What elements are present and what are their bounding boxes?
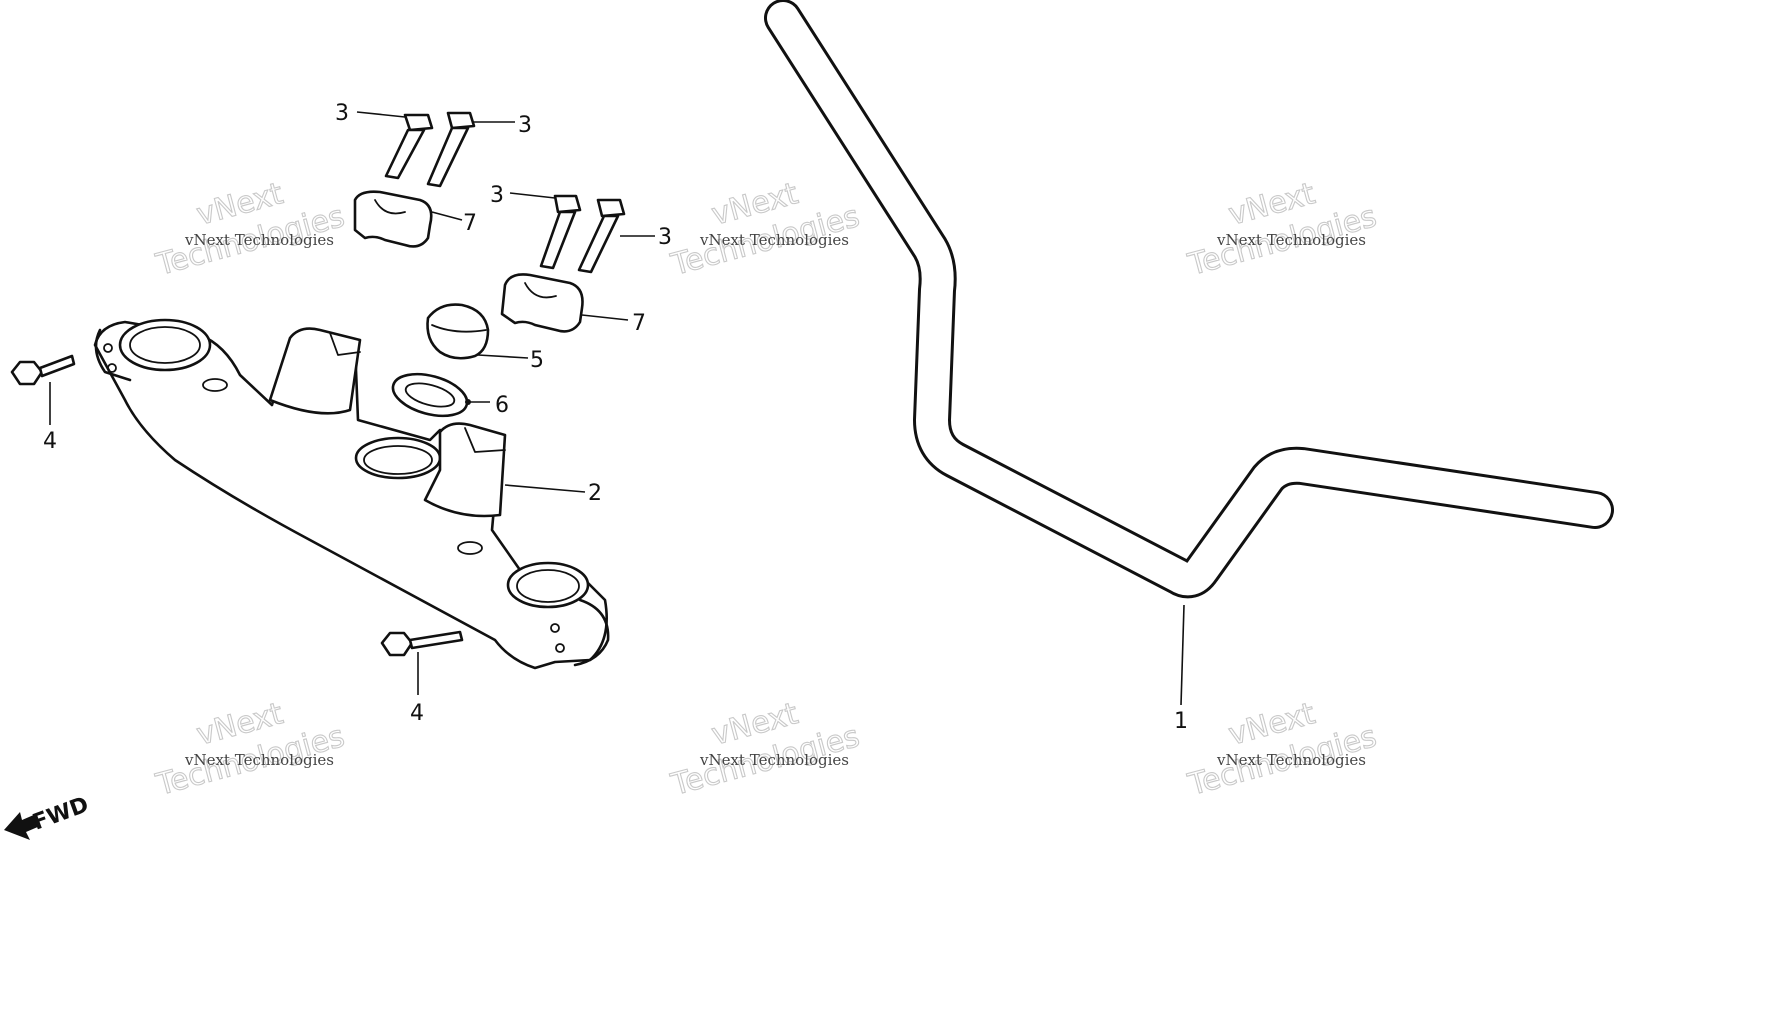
watermark-1: vNext Technologies vNext Technologies [151, 176, 348, 284]
callout-number: 4 [410, 701, 424, 726]
bolt-3b[interactable] [426, 111, 476, 188]
callout-number: 3 [490, 183, 504, 208]
holder-7-upper[interactable] [353, 190, 433, 248]
watermark-5: vNext Technologies vNext Technologies [666, 696, 863, 804]
bolt-3a[interactable] [384, 113, 434, 180]
watermark-3: vNext Technologies vNext Technologies [1183, 176, 1380, 284]
callout-number: 7 [463, 211, 477, 236]
callout-3b: 3 [472, 113, 532, 138]
watermark-text: vNext Technologies [184, 231, 334, 249]
callout-2: 2 [504, 481, 602, 506]
arrow-left-icon [4, 812, 40, 840]
callout-7-upper: 7 [431, 211, 477, 236]
callout-1: 1 [1174, 604, 1188, 734]
upper-bracket[interactable] [93, 318, 610, 670]
callout-number: 1 [1174, 709, 1188, 734]
callout-5: 5 [477, 348, 544, 373]
watermark-text: vNext Technologies [699, 751, 849, 769]
fwd-indicator: FWD [4, 792, 92, 840]
callout-6: 6 [465, 393, 509, 418]
watermark-text: vNext Technologies [699, 231, 849, 249]
callout-number: 3 [335, 101, 349, 126]
callout-3c: 3 [490, 183, 556, 208]
fwd-label: FWD [30, 792, 93, 835]
callout-number: 5 [530, 348, 544, 373]
callout-number: 2 [588, 481, 602, 506]
watermark-text: vNext Technologies [1216, 751, 1366, 769]
handlebar[interactable] [764, 0, 1614, 599]
washer-6[interactable] [388, 367, 471, 423]
bolt-3c[interactable] [539, 194, 582, 270]
holder-7-lower[interactable] [500, 273, 584, 333]
callout-3d: 3 [620, 225, 672, 250]
pinch-bolt-4-left[interactable] [10, 354, 76, 386]
callout-3a: 3 [335, 101, 406, 126]
watermark-6: vNext Technologies vNext Technologies [1183, 696, 1380, 804]
watermark-4: vNext Technologies vNext Technologies [151, 696, 348, 804]
callout-4-right: 4 [410, 652, 424, 726]
callout-number: 3 [658, 225, 672, 250]
watermark-text: vNext Technologies [1216, 231, 1366, 249]
callout-7-lower: 7 [581, 311, 646, 336]
pinch-bolt-4-right[interactable] [380, 630, 464, 657]
callout-number: 3 [518, 113, 532, 138]
callout-number: 6 [495, 393, 509, 418]
callout-4-left: 4 [43, 382, 57, 454]
callout-number: 7 [632, 311, 646, 336]
watermark-text: vNext Technologies [184, 751, 334, 769]
watermark-2: vNext Technologies vNext Technologies [666, 176, 863, 284]
bolt-3d[interactable] [577, 198, 626, 274]
callout-number: 4 [43, 429, 57, 454]
cap-5[interactable] [426, 303, 490, 360]
